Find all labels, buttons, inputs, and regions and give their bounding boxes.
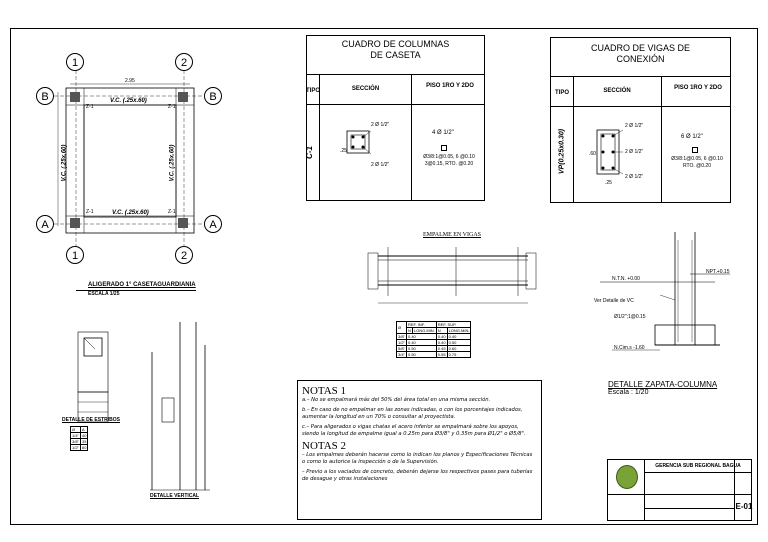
title-block: GERENCIA SUB REGIONAL BAGUA E-01 xyxy=(607,459,752,521)
column-tag-a1: Z-1 xyxy=(86,209,94,215)
beams-header-piso: PISO 1RO Y 2DO xyxy=(674,85,722,91)
detail-stirrups: Ø1/2";1@0.15 xyxy=(614,314,646,320)
note-c: c.– Para aligerados o vigas chatas el ac… xyxy=(302,424,526,437)
beam-stirrup-icon xyxy=(692,147,698,153)
axis-1-top: 1 xyxy=(66,53,84,71)
plan-scale: ESCALA 1/25 xyxy=(88,291,120,297)
columns-table: CUADRO DE COLUMNAS DE CASETA TIPO SECCIÓ… xyxy=(304,35,485,201)
splice-diagram xyxy=(367,247,537,304)
splice-title: EMPALME EN VIGAS xyxy=(422,232,481,238)
column-tag-a2: Z-1 xyxy=(168,209,176,215)
column-stirrups: Ø3/8:1@0.05, 6 @0.10 3@0.15, RTO. @0.20 xyxy=(423,154,475,167)
axis-2-bottom: 2 xyxy=(175,246,193,264)
beams-title-line2: CONEXIÓN xyxy=(616,54,665,64)
axis-1-bottom: 1 xyxy=(66,246,84,264)
axis-b-right: B xyxy=(204,87,222,105)
column-tag-b2: Z-1 xyxy=(168,104,176,110)
columns-header-piso: PISO 1RO Y 2DO xyxy=(426,83,474,89)
plan-title-rule xyxy=(76,290,196,291)
splice-panel: EMPALME EN VIGAS Ø REF. INF. REF. SUP. N… xyxy=(367,229,537,379)
splice-sub-len1: LONG.MIN. xyxy=(411,327,437,334)
sheet-number: E-01 xyxy=(735,502,753,511)
detail-ntn: N.T.N. +0.00 xyxy=(612,276,640,282)
beams-header-seccion: SECCIÓN xyxy=(603,88,631,94)
column-section-sketch xyxy=(346,130,372,155)
title-block-company: GERENCIA SUB REGIONAL BAGUA xyxy=(655,463,741,469)
beams-table: CUADRO DE VIGAS DE CONEXIÓN TIPO SECCIÓN… xyxy=(550,37,731,203)
detail-title: DETALLE ZAPATA-COLUMNA xyxy=(608,380,718,389)
table-row: 1/2"60 xyxy=(70,444,89,451)
section-label: DETALLE VERTICAL xyxy=(150,493,200,499)
beam-label-right: V.C. (.25x.60) xyxy=(169,144,176,182)
column-tag-b1: Z-1 xyxy=(86,104,94,110)
beam-label-left: V.C. (.25x.60) xyxy=(61,144,68,182)
axis-a-left: A xyxy=(36,215,54,233)
axis-a-right: A xyxy=(204,215,222,233)
beam-dim-h: .60 xyxy=(589,151,596,157)
beam-bar-1: 2 Ø 1/2" xyxy=(625,123,644,129)
plan-dim-top: 2.95 xyxy=(125,78,135,84)
stirrup-detail-title: DETALLE DE ESTRIBOS xyxy=(62,417,120,423)
detail-scale: Escala : 1/20 xyxy=(608,389,649,396)
beam-bar-3: 2 Ø 1/2" xyxy=(625,174,644,180)
beam-stirrups: Ø3/8:1@0.05, 6 @0.10 RTO. @0.20 xyxy=(671,156,723,169)
column-dim: .25 xyxy=(340,148,347,154)
plan-title: ALIGERADO 1° CASETAGUARDIANIA xyxy=(88,282,196,288)
drawing-sheet xyxy=(10,28,758,525)
beam-section-sketch xyxy=(596,129,624,175)
note-a: a.– No se empalmará más del 50% del área… xyxy=(302,397,491,403)
columns-table-title: CUADRO DE COLUMNAS DE CASETA xyxy=(307,39,484,61)
columns-tipo: C-1 xyxy=(304,146,314,159)
columns-title-line2: DE CASETA xyxy=(370,50,421,60)
detail-npt: NPT.+0.15 xyxy=(706,269,730,275)
column-stirrup-icon xyxy=(441,145,447,151)
beams-table-title: CUADRO DE VIGAS DE CONEXIÓN xyxy=(551,43,730,65)
detail-nfz: N.Cim.s -1.60 xyxy=(614,345,645,351)
notes-2-heading: NOTAS 2 xyxy=(302,440,347,452)
columns-header-tipo: TIPO xyxy=(306,88,321,94)
detail-vc: Ver Detalle de VC xyxy=(594,298,634,304)
beams-tipo: VP(0.25x0.30) xyxy=(558,128,566,175)
column-steel: 4 Ø 1/2" xyxy=(432,130,454,136)
column-bar-bottom: 2 Ø 1/2" xyxy=(371,162,390,168)
note-d: – Los empalmes deberán hacerse como lo i… xyxy=(302,452,533,465)
note-e: – Previo a los vaciados de concreto, deb… xyxy=(302,469,533,482)
beam-bar-2: 2 Ø 1/2" xyxy=(625,149,644,155)
splice-header-dia: Ø xyxy=(396,321,407,334)
columns-title-line1: CUADRO DE COLUMNAS xyxy=(341,39,450,49)
splice-table: Ø REF. INF. REF. SUP. N LONG.MIN. N LONG… xyxy=(396,321,472,358)
columns-header-seccion: SECCIÓN xyxy=(351,86,380,92)
beam-dim-w: .25 xyxy=(605,180,612,186)
seal-icon xyxy=(616,465,638,489)
column-bar-top: 2 Ø 1/2" xyxy=(371,122,390,128)
note-b: b.– En caso de no empalmar en las zonas … xyxy=(302,407,523,420)
beams-title-line1: CUADRO DE VIGAS DE xyxy=(590,43,691,53)
splice-sub-len2: LONG.MIN. xyxy=(446,327,472,334)
axis-b-left: B xyxy=(36,87,54,105)
beam-label-top: V.C. (.25x.60) xyxy=(110,98,147,104)
beams-header-tipo: TIPO xyxy=(554,90,569,96)
beam-label-bottom: V.C. (.25x.60) xyxy=(112,210,149,216)
notes-panel: NOTAS 1 a.– No se empalmará más del 50% … xyxy=(297,380,542,520)
axis-2-top: 2 xyxy=(175,53,193,71)
notes-1-heading: NOTAS 1 xyxy=(302,385,347,397)
beam-steel: 6 Ø 1/2" xyxy=(681,134,703,140)
